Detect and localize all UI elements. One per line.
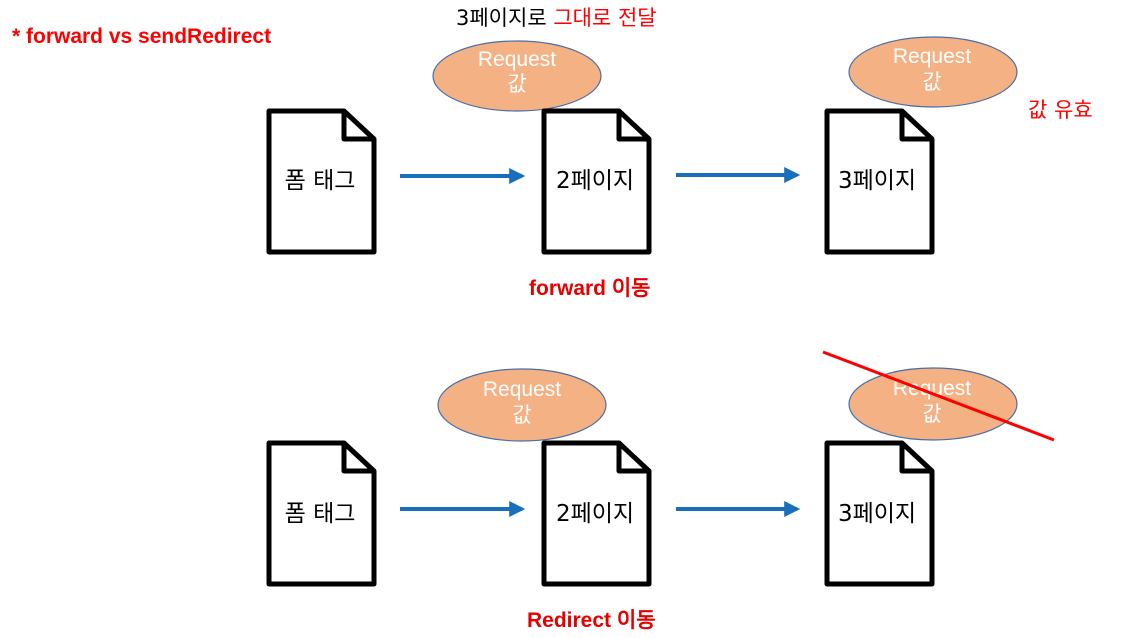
request-bubble: Request 값	[432, 40, 602, 112]
redirect-caption-korean: 이동	[616, 608, 656, 632]
request-bubble-line2: 값	[512, 404, 531, 427]
request-bubble-line1: Request	[483, 378, 561, 401]
forward-caption-korean: 이동	[611, 276, 651, 300]
document-icon: 2페이지	[541, 440, 652, 587]
document-label-form-tag: 폼 태그	[285, 168, 356, 194]
document-label-page2: 2페이지	[556, 168, 634, 194]
request-bubble: Request 값	[848, 36, 1018, 108]
document-label-page3: 3페이지	[838, 168, 916, 194]
document-label-page3: 3페이지	[838, 501, 916, 527]
document-label-form-tag: 폼 태그	[285, 501, 356, 527]
request-bubble-line1: Request	[478, 48, 556, 71]
valid-note: 값 유효	[1028, 98, 1093, 122]
forward-row: Request 값 Request 값 폼 태그 2페이지	[266, 36, 1018, 255]
request-bubble-line2: 값	[507, 73, 526, 96]
redirect-row: Request 값 Request 값 폼 태그 2페이지	[266, 350, 1055, 587]
request-bubble: Request 값	[848, 367, 1018, 441]
document-icon: 2페이지	[541, 108, 652, 255]
top-note: 3페이지로 그대로 전달	[456, 2, 657, 32]
forward-caption: forward 이동	[529, 272, 651, 302]
diagram-title: * forward vs sendRedirect	[12, 25, 272, 48]
request-bubble: Request 값	[437, 368, 607, 442]
top-note-part1: 3페이지로	[456, 6, 554, 30]
redirect-caption: Redirect 이동	[527, 604, 656, 634]
top-note-part2: 그대로 전달	[553, 6, 657, 30]
request-bubble-line2: 값	[922, 403, 941, 426]
forward-caption-latin: forward	[529, 277, 607, 300]
document-label-page2: 2페이지	[556, 501, 634, 527]
request-bubble-line2: 값	[922, 71, 941, 94]
document-icon: 폼 태그	[266, 440, 377, 587]
document-icon: 폼 태그	[266, 108, 377, 255]
strikeout-line	[822, 350, 1055, 442]
redirect-caption-latin: Redirect	[527, 609, 612, 632]
document-icon: 3페이지	[824, 440, 935, 587]
document-icon: 3페이지	[824, 108, 935, 255]
request-bubble-line1: Request	[893, 45, 971, 68]
request-bubble-line1: Request	[893, 377, 971, 400]
